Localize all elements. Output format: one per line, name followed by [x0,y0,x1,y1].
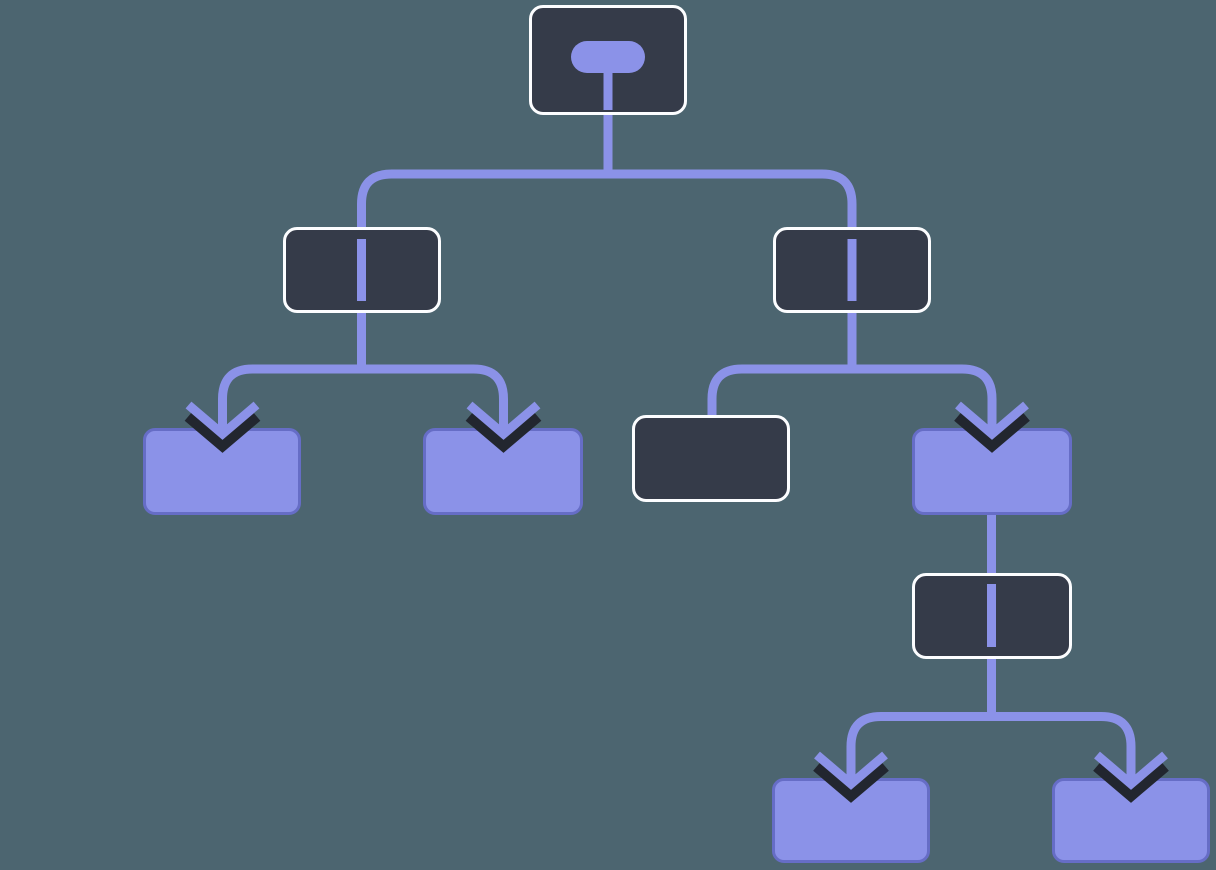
node-l3-left-2[interactable] [423,428,583,515]
node-l2-left[interactable] [283,227,441,313]
edge-branch-bottom [846,712,1136,764]
node-l2-right[interactable] [773,227,931,313]
node-l3-left-1[interactable] [143,428,301,515]
edge-branch-left [218,364,508,414]
node-root[interactable] [529,5,687,115]
node-l3-right-dark[interactable] [632,415,790,502]
node-l3-right-purple[interactable] [912,428,1072,515]
node-l4-connector[interactable] [912,573,1072,659]
node-l5-left[interactable] [772,778,930,863]
node-l5-right[interactable] [1052,778,1210,863]
